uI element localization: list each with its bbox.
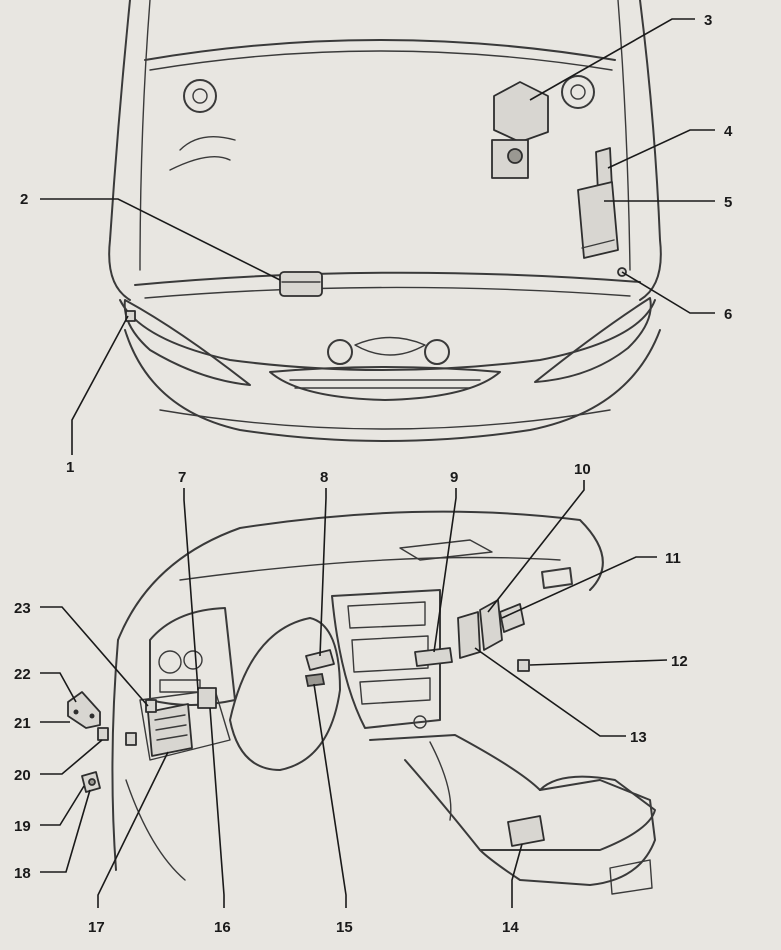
component-12 xyxy=(517,659,530,672)
component-20-mount xyxy=(125,732,137,746)
callout-15: 15 xyxy=(336,919,353,936)
callout-18: 18 xyxy=(14,865,31,882)
component-8 xyxy=(305,649,335,671)
callout-2: 2 xyxy=(20,191,28,208)
callout-8: 8 xyxy=(320,469,328,486)
callout-11: 11 xyxy=(665,550,681,567)
callout-16: 16 xyxy=(214,919,231,936)
component-23 xyxy=(145,699,157,713)
callout-21: 21 xyxy=(14,715,31,732)
callout-9: 9 xyxy=(450,469,458,486)
callout-3: 3 xyxy=(704,12,712,29)
component-2 xyxy=(279,271,323,297)
callout-6: 6 xyxy=(724,306,732,323)
callout-7: 7 xyxy=(178,469,186,486)
callout-22: 22 xyxy=(14,666,31,683)
component-18-19 xyxy=(81,771,101,793)
component-5 xyxy=(577,181,619,259)
leader-lines xyxy=(40,18,715,908)
callout-10: 10 xyxy=(574,461,591,478)
callout-5: 5 xyxy=(724,194,732,211)
callout-17: 17 xyxy=(88,919,105,936)
callout-labels: 1 2 3 4 5 6 7 8 9 10 11 12 13 14 15 16 1… xyxy=(14,12,733,936)
callout-12: 12 xyxy=(671,653,688,670)
callout-19: 19 xyxy=(14,818,31,835)
component-17 xyxy=(147,703,193,757)
callout-4: 4 xyxy=(724,123,733,140)
callout-23: 23 xyxy=(14,600,31,617)
component-1 xyxy=(125,310,136,322)
engine-compartment-view xyxy=(108,0,662,442)
callout-1: 1 xyxy=(66,459,74,476)
callout-13: 13 xyxy=(630,729,647,746)
interior-dashboard-view xyxy=(67,510,656,895)
callout-20: 20 xyxy=(14,767,31,784)
callout-14: 14 xyxy=(502,919,519,936)
component-20 xyxy=(97,727,109,741)
component-15 xyxy=(304,673,326,687)
component-16 xyxy=(197,687,217,709)
component-14 xyxy=(507,815,545,847)
component-9 xyxy=(414,647,453,667)
component-3 xyxy=(491,81,549,179)
